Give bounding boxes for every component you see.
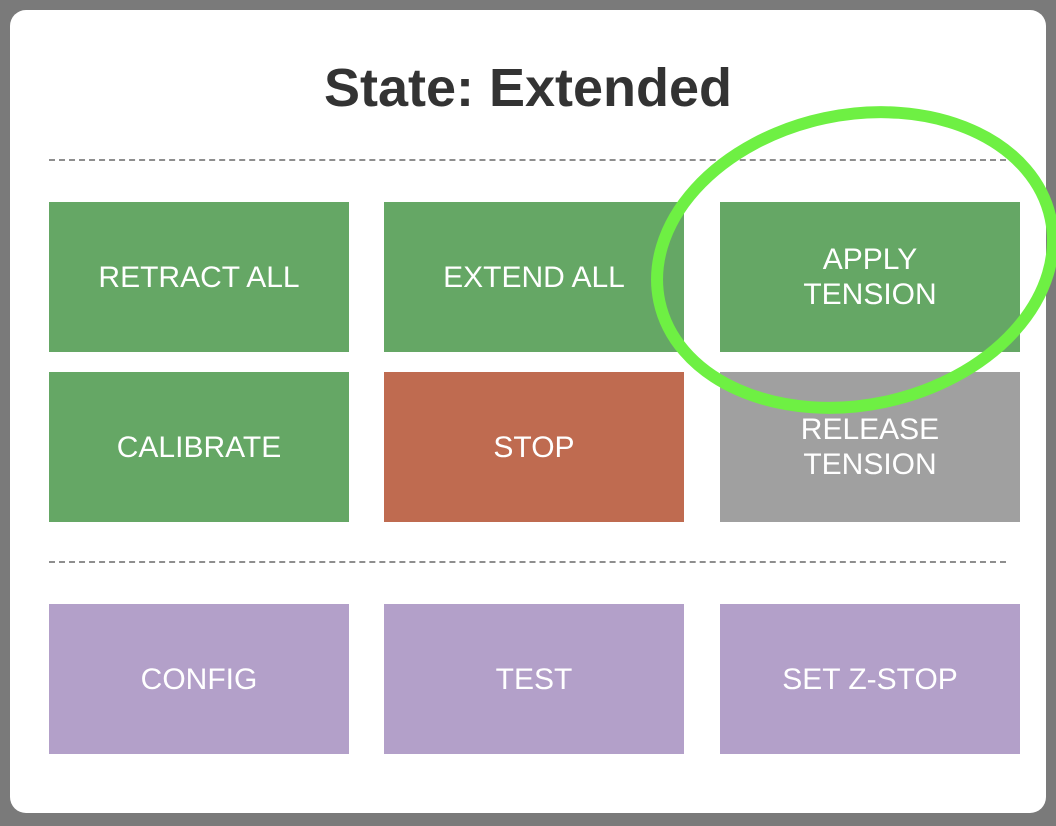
test-button[interactable]: TEST — [384, 604, 684, 754]
config-label: CONFIG — [140, 662, 258, 696]
state-title: State: Extended — [323, 58, 733, 118]
retract-all-label: RETRACT ALL — [98, 260, 300, 294]
retract-all-button[interactable]: RETRACT ALL — [49, 202, 349, 352]
config-button[interactable]: CONFIG — [49, 604, 349, 754]
set-z-stop-label: SET Z-STOP — [782, 662, 958, 696]
extend-all-label: EXTEND ALL — [443, 260, 625, 294]
test-label: TEST — [495, 662, 573, 696]
calibrate-button[interactable]: CALIBRATE — [49, 372, 349, 522]
release-tension-label: RELEASE TENSION — [800, 413, 940, 481]
stop-label: STOP — [493, 430, 575, 464]
calibrate-label: CALIBRATE — [116, 430, 282, 464]
control-panel: State: Extended RETRACT ALL EXTEND ALL A… — [10, 10, 1046, 813]
stop-button[interactable]: STOP — [384, 372, 684, 522]
top-divider — [49, 159, 1006, 161]
apply-tension-button[interactable]: APPLY TENSION — [720, 202, 1020, 352]
set-z-stop-button[interactable]: SET Z-STOP — [720, 604, 1020, 754]
middle-divider — [49, 561, 1006, 563]
release-tension-button[interactable]: RELEASE TENSION — [720, 372, 1020, 522]
extend-all-button[interactable]: EXTEND ALL — [384, 202, 684, 352]
apply-tension-label: APPLY TENSION — [803, 243, 937, 311]
